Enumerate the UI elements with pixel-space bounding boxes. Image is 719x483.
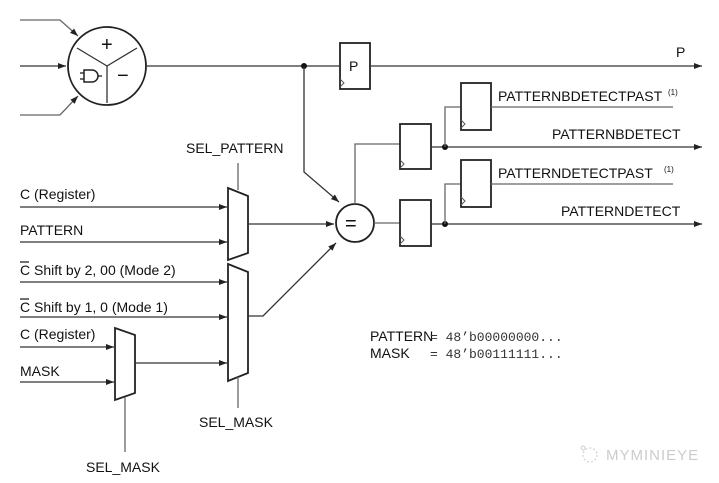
alu-inputs bbox=[20, 19, 79, 116]
setting-pattern-name: PATTERN bbox=[370, 328, 433, 344]
setting-mask-value: = 48’b00111111... bbox=[430, 347, 563, 362]
watermark: MYMINIEYE bbox=[580, 445, 699, 464]
p-register-label: P bbox=[349, 58, 358, 74]
input-c-register-label: C (Register) bbox=[20, 186, 95, 202]
sel-mask-source-label: SEL_MASK bbox=[86, 459, 161, 475]
mask-mux bbox=[227, 262, 249, 383]
input-pattern-label: PATTERN bbox=[20, 222, 83, 238]
patterndetect-label: PATTERNDETECT bbox=[561, 203, 681, 219]
sel-pattern-label: SEL_PATTERN bbox=[186, 140, 284, 156]
patterndetectpast-register bbox=[460, 159, 492, 208]
input-c-shift1-label: C Shift by 1, 0 (Mode 1) bbox=[20, 299, 168, 315]
sel-mask-label: SEL_MASK bbox=[199, 414, 274, 430]
mask-input-c-register-label: C (Register) bbox=[20, 326, 95, 342]
pattern-mux bbox=[227, 186, 249, 262]
mask-source-mux bbox=[114, 326, 136, 402]
mask-input-mask-label: MASK bbox=[20, 363, 60, 379]
alu-input-top-wire bbox=[20, 19, 79, 37]
patterndetectpast-label: PATTERNDETECTPAST bbox=[498, 165, 653, 181]
p-output-label: P bbox=[676, 44, 685, 60]
setting-pattern-value: = 48’b00000000... bbox=[430, 330, 563, 345]
patterndetect-register bbox=[399, 199, 432, 247]
alu-minus-label: − bbox=[117, 65, 129, 87]
patternbdetect-label: PATTERNBDETECT bbox=[552, 126, 681, 142]
and-gate-icon bbox=[80, 69, 102, 83]
p-register: P bbox=[339, 42, 371, 90]
input-c-shift2-label: C Shift by 2, 00 (Mode 2) bbox=[20, 262, 176, 278]
watermark-logo-icon bbox=[580, 445, 598, 463]
comparator-equals-label: = bbox=[345, 213, 357, 235]
bdetectpast-input-wire bbox=[444, 106, 461, 147]
patternbdetectpast-register bbox=[460, 82, 492, 131]
patternbdetect-register bbox=[399, 123, 432, 170]
settings-block: PATTERN = 48’b00000000... MASK = 48’b001… bbox=[370, 328, 563, 362]
comparator-to-bdetect-wire bbox=[354, 143, 400, 204]
alu-input-bottom-wire bbox=[20, 95, 79, 116]
alu-plus-label: + bbox=[101, 34, 113, 56]
patternbdetectpast-footnote: (1) bbox=[668, 88, 678, 97]
watermark-text: MYMINIEYE bbox=[606, 447, 699, 464]
patternbdetectpast-label: PATTERNBDETECTPAST bbox=[498, 88, 663, 104]
alu-block: + − bbox=[67, 26, 147, 106]
p-to-comparator-wire bbox=[303, 66, 340, 203]
patterndetectpast-footnote: (1) bbox=[664, 165, 674, 174]
setting-mask-name: MASK bbox=[370, 345, 410, 361]
mask-mux-output-wire bbox=[248, 242, 337, 317]
detectpast-input-wire bbox=[444, 183, 461, 224]
comparator: = bbox=[335, 203, 375, 243]
